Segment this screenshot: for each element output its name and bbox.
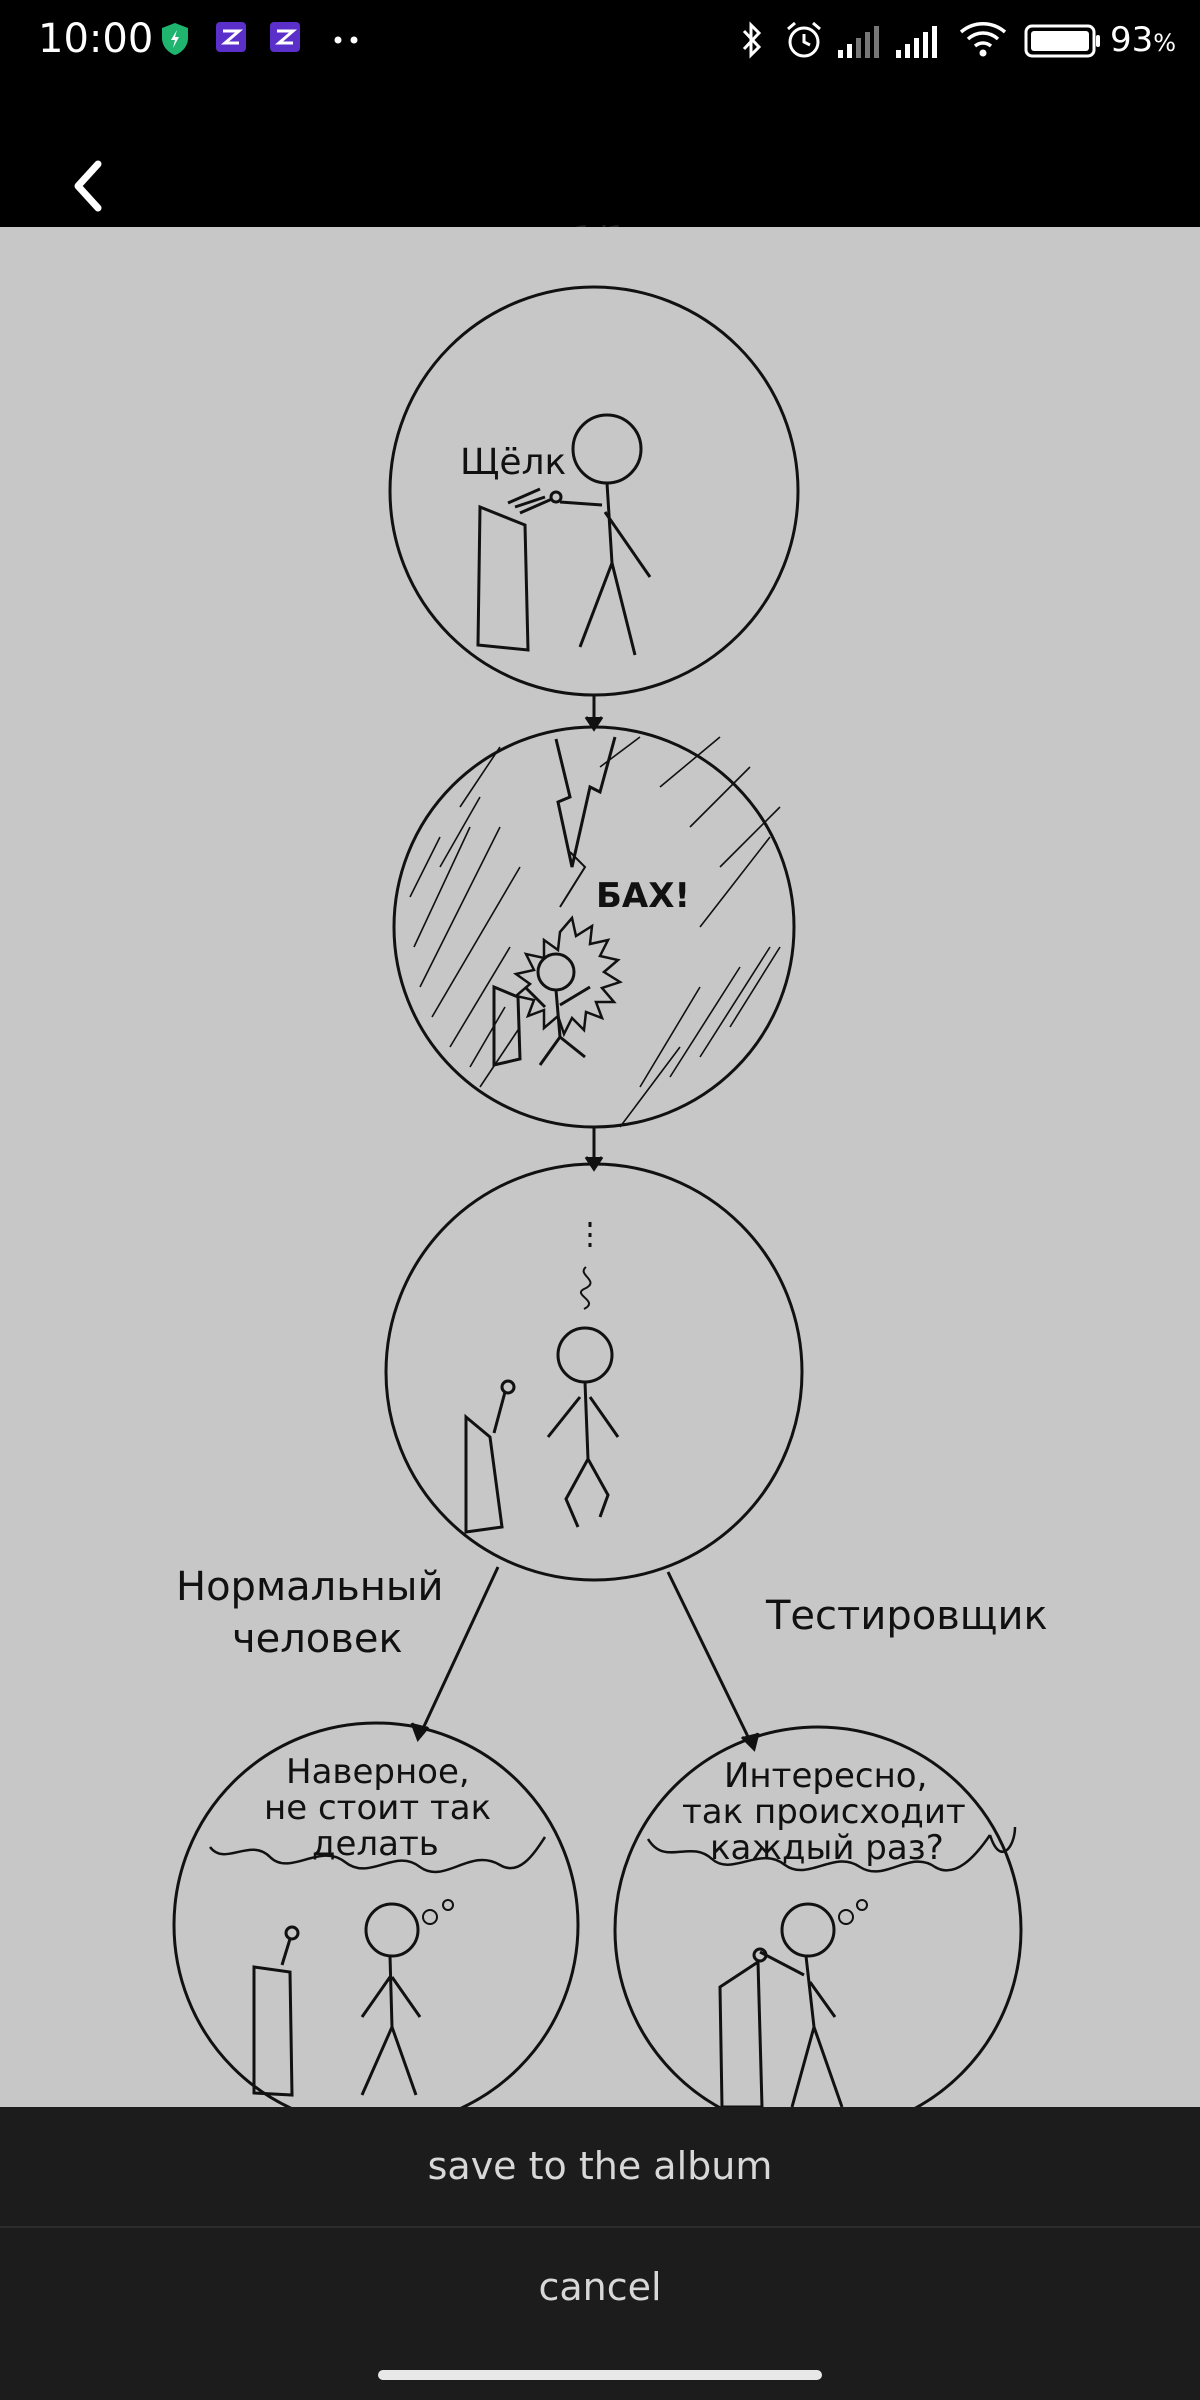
thought-left-line2: не стоит так <box>264 1788 491 1828</box>
branch-right-label: Тестировщик <box>765 1593 1048 1639</box>
sheet-divider <box>0 2226 1200 2228</box>
battery-icon <box>1024 24 1100 58</box>
battery-percent: 93% <box>1110 20 1176 60</box>
signal-icon <box>896 26 937 58</box>
notification-app-icon <box>270 22 300 52</box>
wifi-icon <box>959 22 1007 57</box>
stick-figure-head <box>556 1326 614 1384</box>
image-viewer[interactable]: Щёлк БАХ! Нормальный человек Тестировщик… <box>0 227 1200 2107</box>
chevron-left-icon[interactable] <box>50 142 130 222</box>
lightning-bolt <box>554 736 617 868</box>
explosion-burst <box>512 915 623 1038</box>
status-bar: 10:00 93% <box>0 0 1200 82</box>
battery-percent-value: 93 <box>1110 20 1154 60</box>
stick-figure-head <box>571 413 643 485</box>
thought-right-line3: каждый раз? <box>710 1828 944 1868</box>
thought-right-line1: Интересно, <box>724 1756 927 1796</box>
shield-icon <box>162 23 188 55</box>
panel-1-circle <box>388 285 800 697</box>
thought-right-line2: так происходит <box>682 1792 966 1832</box>
branch-left-label-line2: человек <box>232 1616 403 1662</box>
lectern-1 <box>476 504 530 652</box>
status-time: 10:00 <box>38 16 154 62</box>
panel-4-circle <box>172 1721 580 2107</box>
alarm-icon <box>787 21 821 58</box>
notification-app-icon <box>216 22 246 52</box>
branch-left-label-line1: Нормальный <box>176 1564 444 1610</box>
bluetooth-icon <box>742 21 762 59</box>
panel-5-circle <box>613 1725 1023 2107</box>
top-navigation <box>0 82 1200 227</box>
battery-percent-unit: % <box>1153 29 1177 57</box>
thought-left-line3: делать <box>312 1824 439 1864</box>
thought-left-line1: Наверное, <box>286 1752 470 1792</box>
action-sheet: save to the album cancel <box>0 2107 1200 2400</box>
panel-2-caption: БАХ! <box>596 876 690 916</box>
panel-3-circle <box>384 1162 804 1582</box>
more-dots-icon <box>334 36 358 44</box>
panel-1-caption: Щёлк <box>460 442 566 483</box>
signal-icon <box>838 26 879 58</box>
cancel-button[interactable]: cancel <box>538 2265 662 2309</box>
panel-2-circle <box>392 725 796 1129</box>
save-to-album-button[interactable]: save to the album <box>427 2144 773 2188</box>
page-indicator: 1/1 <box>555 208 645 228</box>
home-indicator[interactable] <box>378 2370 822 2380</box>
comic-image: Щёлк БАХ! Нормальный человек Тестировщик… <box>172 285 1048 2107</box>
